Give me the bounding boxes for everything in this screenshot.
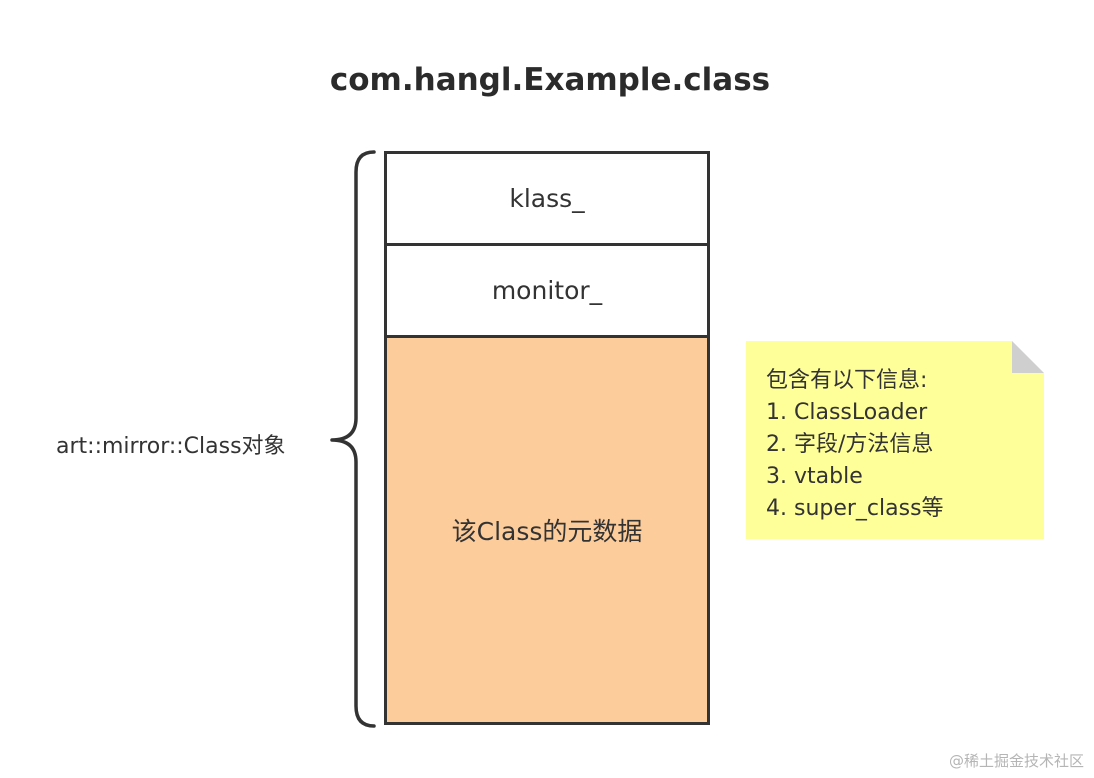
note-item: 1. ClassLoader [766,400,928,425]
class-object-label: art::mirror::Class对象 [56,434,286,459]
klass-field: klass_ [387,154,707,246]
class-object-structure: klass_ monitor_ 该Class的元数据 [384,151,710,725]
info-note: 包含有以下信息: 1. ClassLoader 2. 字段/方法信息 3. vt… [746,341,1044,539]
note-shape [746,341,1044,539]
monitor-field: monitor_ [387,246,707,338]
class-metadata-field: 该Class的元数据 [387,338,707,722]
diagram-title: com.hangl.Example.class [329,62,771,98]
note-item: 4. super_class等 [766,496,944,521]
note-text: 包含有以下信息: 1. ClassLoader 2. 字段/方法信息 3. vt… [766,365,944,525]
watermark: @稀土掘金技术社区 [948,752,1084,770]
note-item: 2. 字段/方法信息 [766,432,934,457]
curly-brace-icon [330,150,376,728]
note-item: 3. vtable [766,464,863,489]
note-heading: 包含有以下信息: [766,368,928,393]
